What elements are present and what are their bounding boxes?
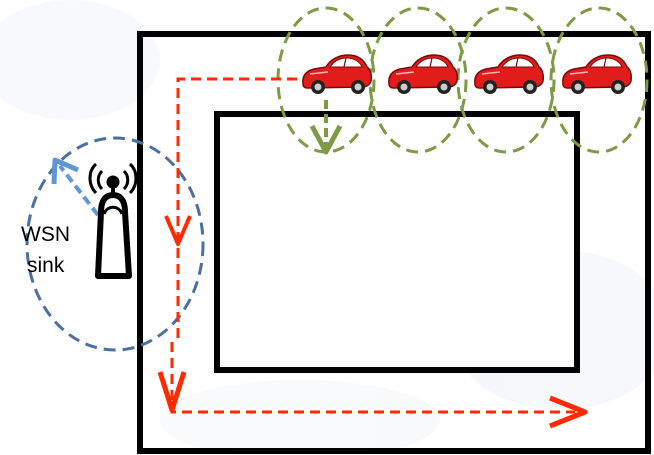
sink-label-line-2: sink [27, 254, 65, 277]
sink-range [25, 136, 205, 352]
outer-road-boundary [137, 31, 651, 454]
route-arrowhead-down-mid [164, 215, 192, 246]
vehicle-range-4 [549, 6, 649, 154]
red-car-icon [388, 54, 459, 95]
sink-upload-arrow [51, 157, 100, 217]
red-car-icon [302, 54, 373, 95]
vehicle-route [157, 77, 588, 429]
red-car-icon [562, 54, 633, 95]
sink-label-line-1: WSN [21, 223, 70, 246]
route-arrowhead-right [549, 395, 588, 429]
vehicle-range-3 [456, 6, 556, 154]
wsn-sink-icon [88, 162, 138, 279]
red-car-icon [474, 54, 545, 95]
forwarding-arrow [309, 100, 343, 155]
inner-city-block [214, 111, 580, 373]
